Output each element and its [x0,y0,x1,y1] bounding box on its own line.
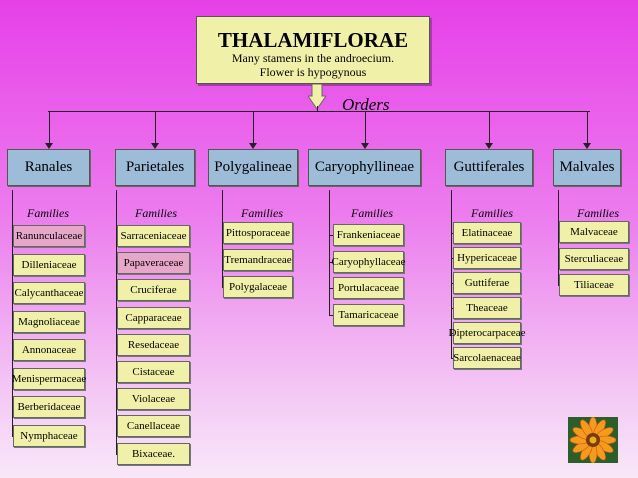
arrowhead-icon [583,143,591,149]
family-box: Theaceae [453,297,521,319]
families-label: Families [135,206,177,220]
family-tick-line [329,262,334,263]
arrowhead-icon [361,143,369,149]
order-drop-line [49,111,50,145]
title-subtitle-line1: Many stamens in the androecium. [231,51,395,65]
families-connector-line [222,190,223,287]
families-label: Families [241,206,283,220]
family-tick-line [329,235,334,236]
family-box: Tamaricaceae [333,304,404,326]
order-drop-line [587,111,588,145]
flower-icon [568,417,618,463]
family-box: Calycanthaceae [13,282,85,304]
arrowhead-icon [45,143,53,149]
order-box-malvales: Malvales [553,149,621,186]
order-box-ranales: Ranales [7,149,90,186]
families-connector-line [116,190,117,454]
family-box: Dipterocarpaceae [449,322,525,344]
family-tick-line [329,288,334,289]
title-subtitle-line2: Flower is hypogynous [259,65,367,79]
order-drop-line [365,111,366,145]
family-box: Sarraceniaceae [117,225,190,247]
orders-bus-line [48,111,590,112]
order-box-caryophyllineae: Caryophyllineae [308,149,421,186]
order-drop-line [253,111,254,145]
order-box-polygalineae: Polygalineae [208,149,298,186]
family-box: Guttiferae [453,272,521,294]
family-box: Menispermaceae [12,368,86,390]
title-box: THALAMIFLORAE Many stamens in the androe… [196,16,430,84]
family-box: Dilleniaceae [13,254,85,276]
family-box: Resedaceae [117,334,190,356]
family-box: Canellaceae [117,415,190,437]
families-label: Families [471,206,513,220]
families-connector-line [451,190,452,358]
families-label: Families [577,206,619,220]
family-box: Papaveraceae [117,252,190,274]
down-arrow-icon [308,84,326,110]
family-box: Capparaceae [117,307,190,329]
family-tick-line [451,258,454,259]
page-title: THALAMIFLORAE [217,28,409,52]
family-box: Nymphaceae [13,425,85,447]
arrowhead-icon [249,143,257,149]
family-tick-line [329,315,334,316]
families-label: Families [27,206,69,220]
family-box: Ranunculaceae [13,225,85,247]
family-box: Elatinaceae [453,222,521,244]
order-drop-line [155,111,156,145]
family-box: Polygalaceae [223,276,293,298]
families-label: Families [351,206,393,220]
family-box: Frankeniaceae [333,224,404,246]
family-box: Cruciferae [117,279,190,301]
family-box: Malvaceae [559,221,629,243]
family-box: Caryophyllaceae [332,251,405,273]
family-tick-line [451,283,454,284]
family-tick-line [451,333,454,334]
order-box-parietales: Parietales [115,149,195,186]
order-drop-line [489,111,490,145]
arrowhead-icon [485,143,493,149]
families-connector-line [329,190,330,315]
orders-stem-line [317,106,318,111]
families-connector-line [558,190,559,285]
family-box: Tiliaceae [559,274,629,296]
orders-label: Orders [342,95,390,114]
arrowhead-icon [151,143,159,149]
family-tick-line [451,308,454,309]
family-box: Cistaceae [117,361,190,383]
family-box: Annonaceae [13,339,85,361]
family-box: Magnoliaceae [13,311,85,333]
family-box: Pittosporaceae [223,222,293,244]
family-box: Portulacaceae [333,277,404,299]
family-box: Sterculiaceae [559,248,629,270]
family-box: Berberidaceae [13,396,85,418]
family-box: Violaceae [117,388,190,410]
order-box-guttiferales: Guttiferales [445,149,533,186]
family-box: Sarcolaenaceae [453,347,521,369]
family-box: Hypericaceae [453,247,521,269]
families-connector-line [12,190,13,436]
family-tick-line [451,358,454,359]
family-box: Bixaceae. [117,443,190,465]
family-tick-line [451,233,454,234]
family-box: Tremandraceae [223,249,293,271]
